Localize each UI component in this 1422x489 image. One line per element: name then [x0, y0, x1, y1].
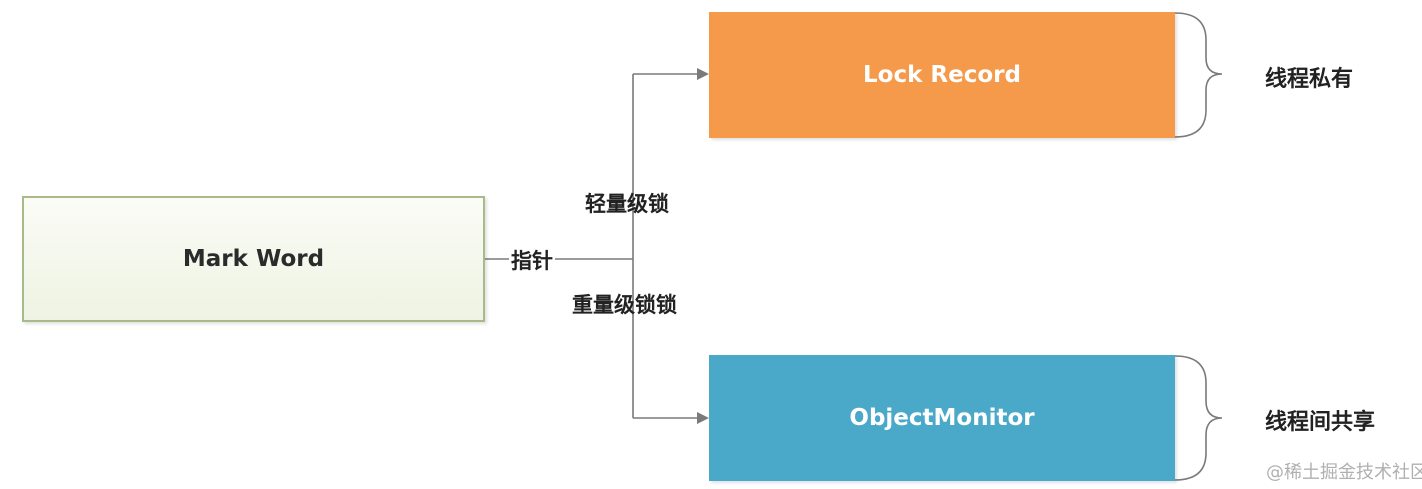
mark-word-label: Mark Word	[182, 246, 325, 272]
brace-thread-shared	[1174, 355, 1223, 481]
mark-word-box: Mark Word	[22, 196, 485, 322]
lock-record-box: Lock Record	[709, 12, 1175, 138]
watermark-text: @稀土掘金技术社区	[1266, 462, 1422, 483]
edge-label-heavyweight-lock: 重量级锁锁	[572, 293, 677, 317]
object-monitor-box: ObjectMonitor	[709, 355, 1175, 481]
edge-label-lightweight-lock: 轻量级锁	[585, 192, 669, 216]
brace-thread-private	[1174, 12, 1223, 138]
annotation-thread-private: 线程私有	[1265, 67, 1354, 92]
annotation-thread-shared: 线程间共享	[1265, 410, 1376, 435]
edge-label-pointer: 指针	[509, 245, 555, 275]
lock-record-label: Lock Record	[863, 62, 1021, 88]
object-monitor-label: ObjectMonitor	[849, 405, 1035, 431]
